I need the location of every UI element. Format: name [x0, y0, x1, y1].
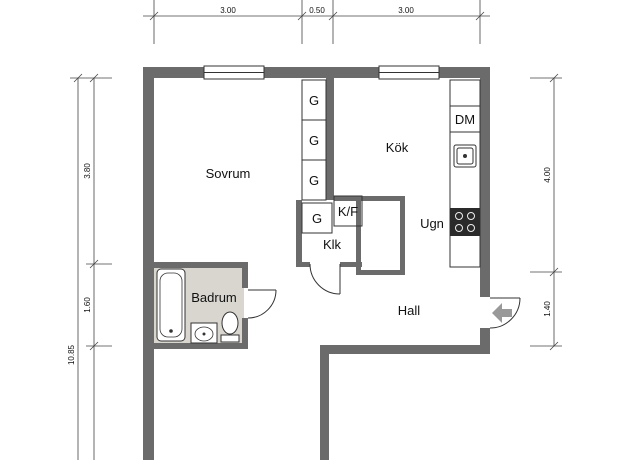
dimension-label-top-right: 3.00	[398, 6, 414, 15]
doors	[247, 263, 521, 329]
kitchen-counter	[449, 79, 481, 268]
room-label-bedroom: Sovrum	[206, 166, 251, 181]
dimension-lines-left	[70, 73, 112, 460]
dimension-label-right-lower: 1.40	[543, 301, 552, 317]
room-label-hall: Hall	[398, 303, 421, 318]
walls	[143, 67, 490, 460]
room-label-bathroom: Badrum	[191, 290, 237, 305]
wardrobe-label: G	[309, 173, 319, 188]
fridge-freezer	[333, 195, 363, 227]
room-label-closet: Klk	[323, 237, 342, 252]
dimension-lines-right	[530, 73, 562, 351]
windows	[203, 65, 440, 80]
wardrobe-label: G	[309, 93, 319, 108]
oven-label: Ugn	[420, 216, 444, 231]
dimension-label-top-middle: 0.50	[309, 6, 325, 15]
wardrobes: G G G G	[301, 79, 333, 234]
wardrobe-label: G	[312, 211, 322, 226]
wardrobe-label: G	[309, 133, 319, 148]
dimension-label-top-left: 3.00	[220, 6, 236, 15]
dishwasher-label: DM	[455, 112, 475, 127]
dimension-label-right-upper: 4.00	[543, 167, 552, 183]
dimension-label-left-total: 10.85	[67, 344, 76, 365]
fridge-freezer-label: K/F	[338, 204, 358, 219]
room-label-kitchen: Kök	[386, 140, 409, 155]
dimension-label-left-middle: 1.60	[83, 297, 92, 313]
dimension-lines-top	[143, 0, 490, 44]
bathroom-fixtures	[156, 268, 240, 344]
entrance-arrow-icon	[492, 303, 512, 323]
dimension-label-left-upper: 3.80	[83, 163, 92, 179]
